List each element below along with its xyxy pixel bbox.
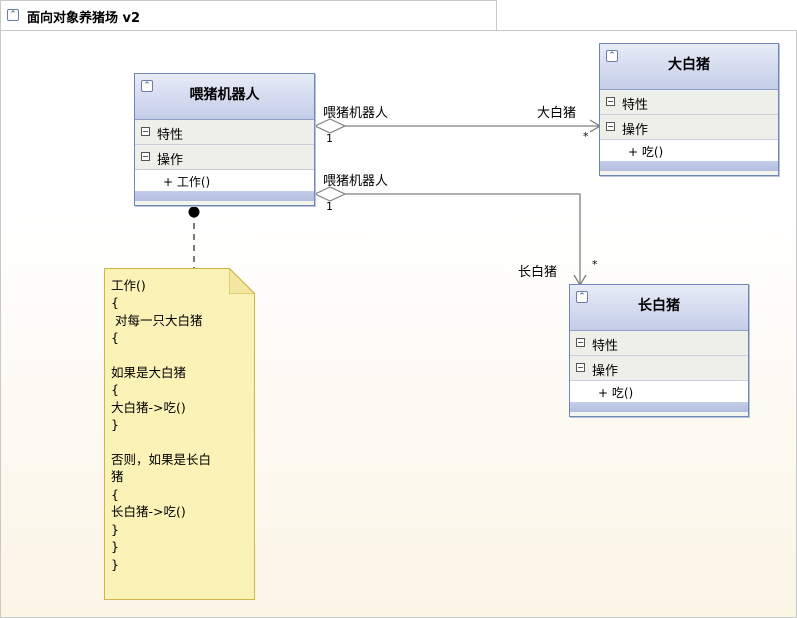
- collapse-up-icon[interactable]: ⌃: [7, 9, 19, 21]
- collapse-up-icon[interactable]: ⌃: [141, 80, 153, 92]
- class-bigpig-name: 大白猪: [668, 57, 710, 73]
- operation-eat: + 吃(): [598, 386, 634, 400]
- collapse-minus-icon[interactable]: −: [606, 97, 615, 106]
- association-source-mult[interactable]: 1: [326, 200, 333, 213]
- comment-note[interactable]: [104, 268, 255, 600]
- operation-eat: + 吃(): [628, 145, 664, 159]
- class-longpig-operations[interactable]: − 操作: [570, 356, 748, 381]
- attributes-label: 特性: [157, 128, 184, 143]
- class-bigpig-attributes[interactable]: − 特性: [600, 90, 778, 115]
- class-bigpig-header[interactable]: ⌃ 大白猪: [600, 44, 778, 90]
- operations-label: 操作: [592, 364, 619, 379]
- operations-label: 操作: [622, 123, 649, 138]
- association-target-mult[interactable]: *: [592, 258, 598, 271]
- aggregation-diamond-bigpig: [313, 118, 347, 134]
- attributes-label: 特性: [592, 339, 619, 354]
- operation-work: + 工作(): [163, 175, 211, 189]
- note-text: 工作() { 对每一只大白猪 { 如果是大白猪 { 大白猪->吃() } 否则，…: [111, 278, 212, 572]
- operation-item[interactable]: + 吃(): [600, 140, 778, 161]
- class-longpig-name: 长白猪: [638, 298, 680, 314]
- association-target-mult[interactable]: *: [583, 130, 589, 143]
- note-anchor-dot: [188, 206, 200, 218]
- note-fold-corner: [229, 268, 255, 294]
- association-line-longpig: [345, 193, 581, 285]
- association-target-role[interactable]: 大白猪: [537, 106, 577, 121]
- operation-item[interactable]: + 吃(): [570, 381, 748, 402]
- class-robot[interactable]: ⌃ 喂猪机器人 − 特性 − 操作 + 工作(): [134, 73, 315, 206]
- class-robot-operations[interactable]: − 操作: [135, 145, 314, 170]
- collapse-up-icon[interactable]: ⌃: [576, 291, 588, 303]
- class-robot-header[interactable]: ⌃ 喂猪机器人: [135, 74, 314, 120]
- class-footer: [135, 191, 314, 201]
- collapse-minus-icon[interactable]: −: [606, 122, 615, 131]
- class-longpig-header[interactable]: ⌃ 长白猪: [570, 285, 748, 331]
- collapse-up-icon[interactable]: ⌃: [606, 50, 618, 62]
- attributes-label: 特性: [622, 98, 649, 113]
- collapse-minus-icon[interactable]: −: [141, 152, 150, 161]
- class-longpig-attributes[interactable]: − 特性: [570, 331, 748, 356]
- aggregation-diamond-longpig: [313, 186, 347, 202]
- association-target-role[interactable]: 长白猪: [518, 265, 558, 280]
- class-longpig[interactable]: ⌃ 长白猪 − 特性 − 操作 + 吃(): [569, 284, 749, 417]
- class-bigpig-operations[interactable]: − 操作: [600, 115, 778, 140]
- collapse-minus-icon[interactable]: −: [141, 127, 150, 136]
- diagram-title: 面向对象养猪场 v2: [27, 11, 141, 26]
- collapse-minus-icon[interactable]: −: [576, 338, 585, 347]
- collapse-minus-icon[interactable]: −: [576, 363, 585, 372]
- operation-item[interactable]: + 工作(): [135, 170, 314, 191]
- diagram-tab[interactable]: ⌃ 面向对象养猪场 v2: [0, 0, 497, 30]
- operations-label: 操作: [157, 153, 184, 168]
- class-robot-attributes[interactable]: − 特性: [135, 120, 314, 145]
- association-source-mult[interactable]: 1: [326, 132, 333, 145]
- class-footer: [570, 402, 748, 412]
- association-source-role[interactable]: 喂猪机器人: [323, 106, 389, 121]
- class-footer: [600, 161, 778, 171]
- class-bigpig[interactable]: ⌃ 大白猪 − 特性 − 操作 + 吃(): [599, 43, 779, 176]
- association-source-role[interactable]: 喂猪机器人: [323, 174, 389, 189]
- class-robot-name: 喂猪机器人: [189, 87, 260, 103]
